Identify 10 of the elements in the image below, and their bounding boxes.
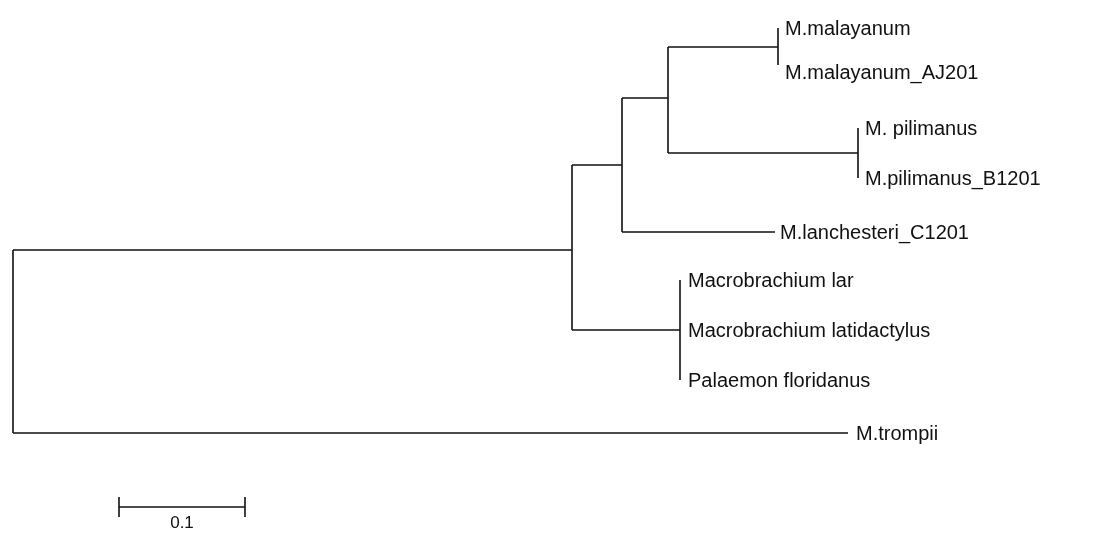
taxon-label: Macrobrachium latidactylus xyxy=(688,319,931,341)
taxon-label: M.malayanum_AJ201 xyxy=(785,61,979,83)
taxon-label: M.lanchesteri_C1201 xyxy=(780,221,969,243)
taxon-label: Palaemon floridanus xyxy=(688,369,871,391)
taxon-label: M.malayanum xyxy=(785,17,911,39)
taxon-label: M.pilimanus_B1201 xyxy=(865,167,1041,189)
taxon-label: Macrobrachium lar xyxy=(688,269,854,291)
taxon-label: M.trompii xyxy=(856,422,939,444)
scale-value: 0.1 xyxy=(170,512,194,534)
taxon-label: M. pilimanus xyxy=(865,117,978,139)
